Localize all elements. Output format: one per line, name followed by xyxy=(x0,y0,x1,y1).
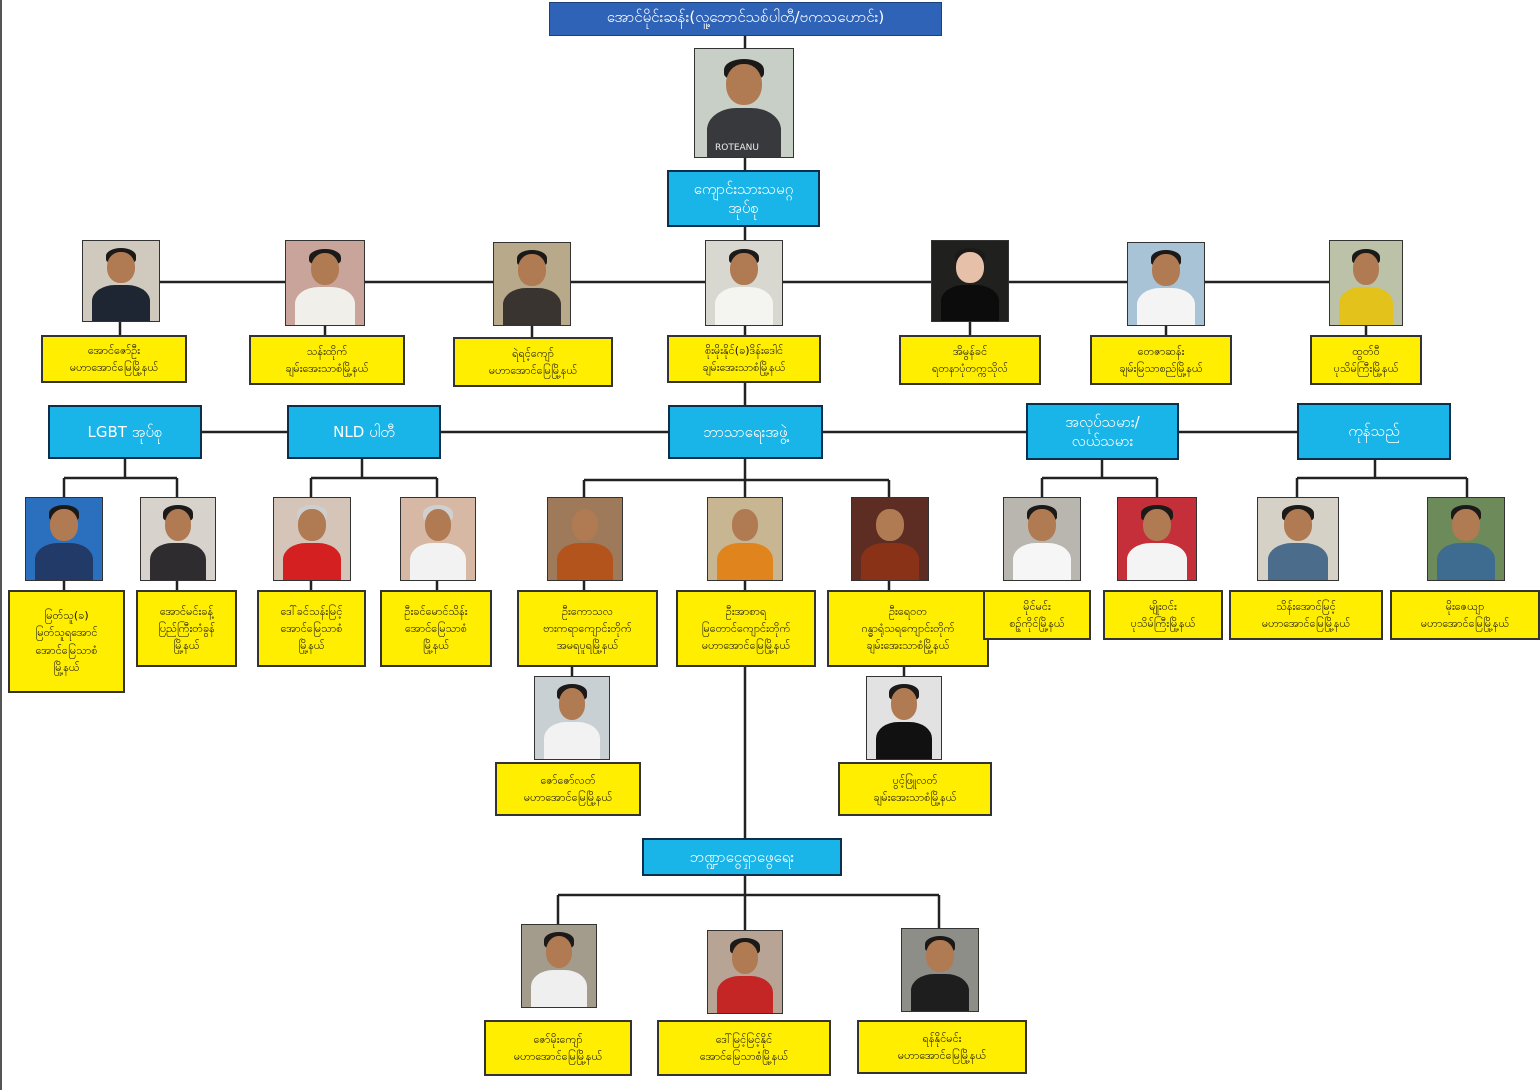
person-photo xyxy=(25,497,103,581)
person-card: ဦးရေဝတဂန္ဓာရုံသရကျောင်းတိုက်ချမ်းအေးသာစံ… xyxy=(827,590,989,667)
lgbt-group: LGBT အုပ်စု xyxy=(48,405,202,459)
person-photo xyxy=(1329,240,1403,326)
person-photo xyxy=(1427,497,1505,581)
person-card: မြတ်သူ(ခ)မြတ်သူရအောင်အောင်မြေသာစံမြို့နယ… xyxy=(8,590,125,693)
person-card: အောင်ဇော်ဦးမဟာအောင်မြေမြို့နယ် xyxy=(41,335,187,383)
person-photo xyxy=(140,497,216,581)
person-card: မိုင်မင်းစဉ့်ကိုင်မြို့နယ် xyxy=(983,590,1091,640)
nld-party-group: NLD ပါတီ xyxy=(287,405,441,459)
person-photo xyxy=(866,676,942,760)
workers-farmers-group: အလုပ်သမား/ လယ်သမား xyxy=(1026,403,1179,460)
person-photo xyxy=(707,497,783,581)
student-union-group: ကျောင်းသားသမဂ္ဂ အုပ်စု xyxy=(667,170,820,227)
merchants-group: ကုန်သည် xyxy=(1297,403,1451,460)
person-photo xyxy=(82,240,160,322)
person-card: ဇော်ဇော်လတ်မဟာအောင်မြေမြို့နယ် xyxy=(495,762,641,816)
fundraising-group: ဘဏ္ဍာငွေရှာဖွေရေး xyxy=(642,838,842,876)
person-card: အောင်မင်းခန့်ပြည်ကြီးတံခွန်မြို့နယ် xyxy=(136,590,237,667)
person-card: ဦးကောသလဗားကရာကျောင်းတိုက်အမရပူရမြို့နယ် xyxy=(517,590,658,667)
person-card: ပွင့်ဖြူလတ်ချမ်းအေးသာစံမြို့နယ် xyxy=(838,762,992,816)
person-card: ရဲရင့်ကျော်မဟာအောင်မြေမြို့နယ် xyxy=(453,337,613,387)
person-photo xyxy=(1127,242,1205,326)
person-card: ဦးခင်မောင်သိန်းအောင်မြေသာစံမြို့နယ် xyxy=(380,590,492,667)
person-photo xyxy=(1257,497,1339,581)
person-photo xyxy=(273,497,351,581)
left-border xyxy=(0,0,2,1090)
person-card: ဦးအာစာရမြတောင်ကျောင်းတိုက်မဟာအောင်မြေမြိ… xyxy=(676,590,816,667)
person-photo xyxy=(931,240,1009,322)
person-card: စိုးမိုးနိုင်(ခ)ဒိန်းဒေါင်ချမ်းအေးသာစံမြ… xyxy=(667,335,821,383)
person-card: ထွတ်ဝီပုသိမ်ကြီးမြို့နယ် xyxy=(1310,335,1422,385)
person-card: မိုးဇေယျာမဟာအောင်မြေမြို့နယ် xyxy=(1390,590,1540,640)
shirt-text: ROTEANU xyxy=(715,143,759,153)
person-card: မျိုးဝင်းပုသိမ်ကြီးမြို့နယ် xyxy=(1103,590,1223,640)
religion-group: ဘာသာရေးအဖွဲ့ xyxy=(668,405,823,459)
person-photo xyxy=(285,240,365,326)
person-card: သိန်းအောင်မြင့်မဟာအောင်မြေမြို့နယ် xyxy=(1229,590,1383,640)
person-photo xyxy=(901,928,979,1012)
person-photo xyxy=(493,242,571,326)
leader-photo: ROTEANU xyxy=(694,48,794,158)
person-photo xyxy=(400,497,476,581)
person-card: သန်းထိုက်ချမ်းအေးသာစံမြို့နယ် xyxy=(249,335,405,385)
person-card: ဒေါ်ခင်သန်းမြင့်အောင်မြေသာစံမြို့နယ် xyxy=(257,590,366,667)
person-photo xyxy=(521,924,597,1008)
person-card: ဒေါ်မြင့်မြင့်နိုင်အောင်မြေသာစံမြို့နယ် xyxy=(657,1020,831,1076)
person-photo xyxy=(1117,497,1197,581)
person-photo xyxy=(707,930,783,1014)
person-card: ရန်နိုင်မင်းမဟာအောင်မြေမြို့နယ် xyxy=(857,1020,1027,1074)
person-card: ဇော်မိုးကျော်မဟာအောင်မြေမြို့နယ် xyxy=(484,1020,632,1076)
person-photo xyxy=(1003,497,1081,581)
person-photo xyxy=(547,497,623,581)
person-card: တေဇာဆန်းချမ်းမြသာစည်မြို့နယ် xyxy=(1090,335,1232,385)
person-photo xyxy=(851,497,929,581)
chart-title: အောင်မိုင်းဆန်း(လူ့ဘောင်သစ်ပါတီ/ဗကသဟောင်… xyxy=(549,2,942,36)
person-card: အိမွန်ခင်ရတနာပုံတက္ကသိုလ် xyxy=(899,335,1041,385)
person-photo xyxy=(534,676,610,760)
person-photo xyxy=(705,240,783,326)
